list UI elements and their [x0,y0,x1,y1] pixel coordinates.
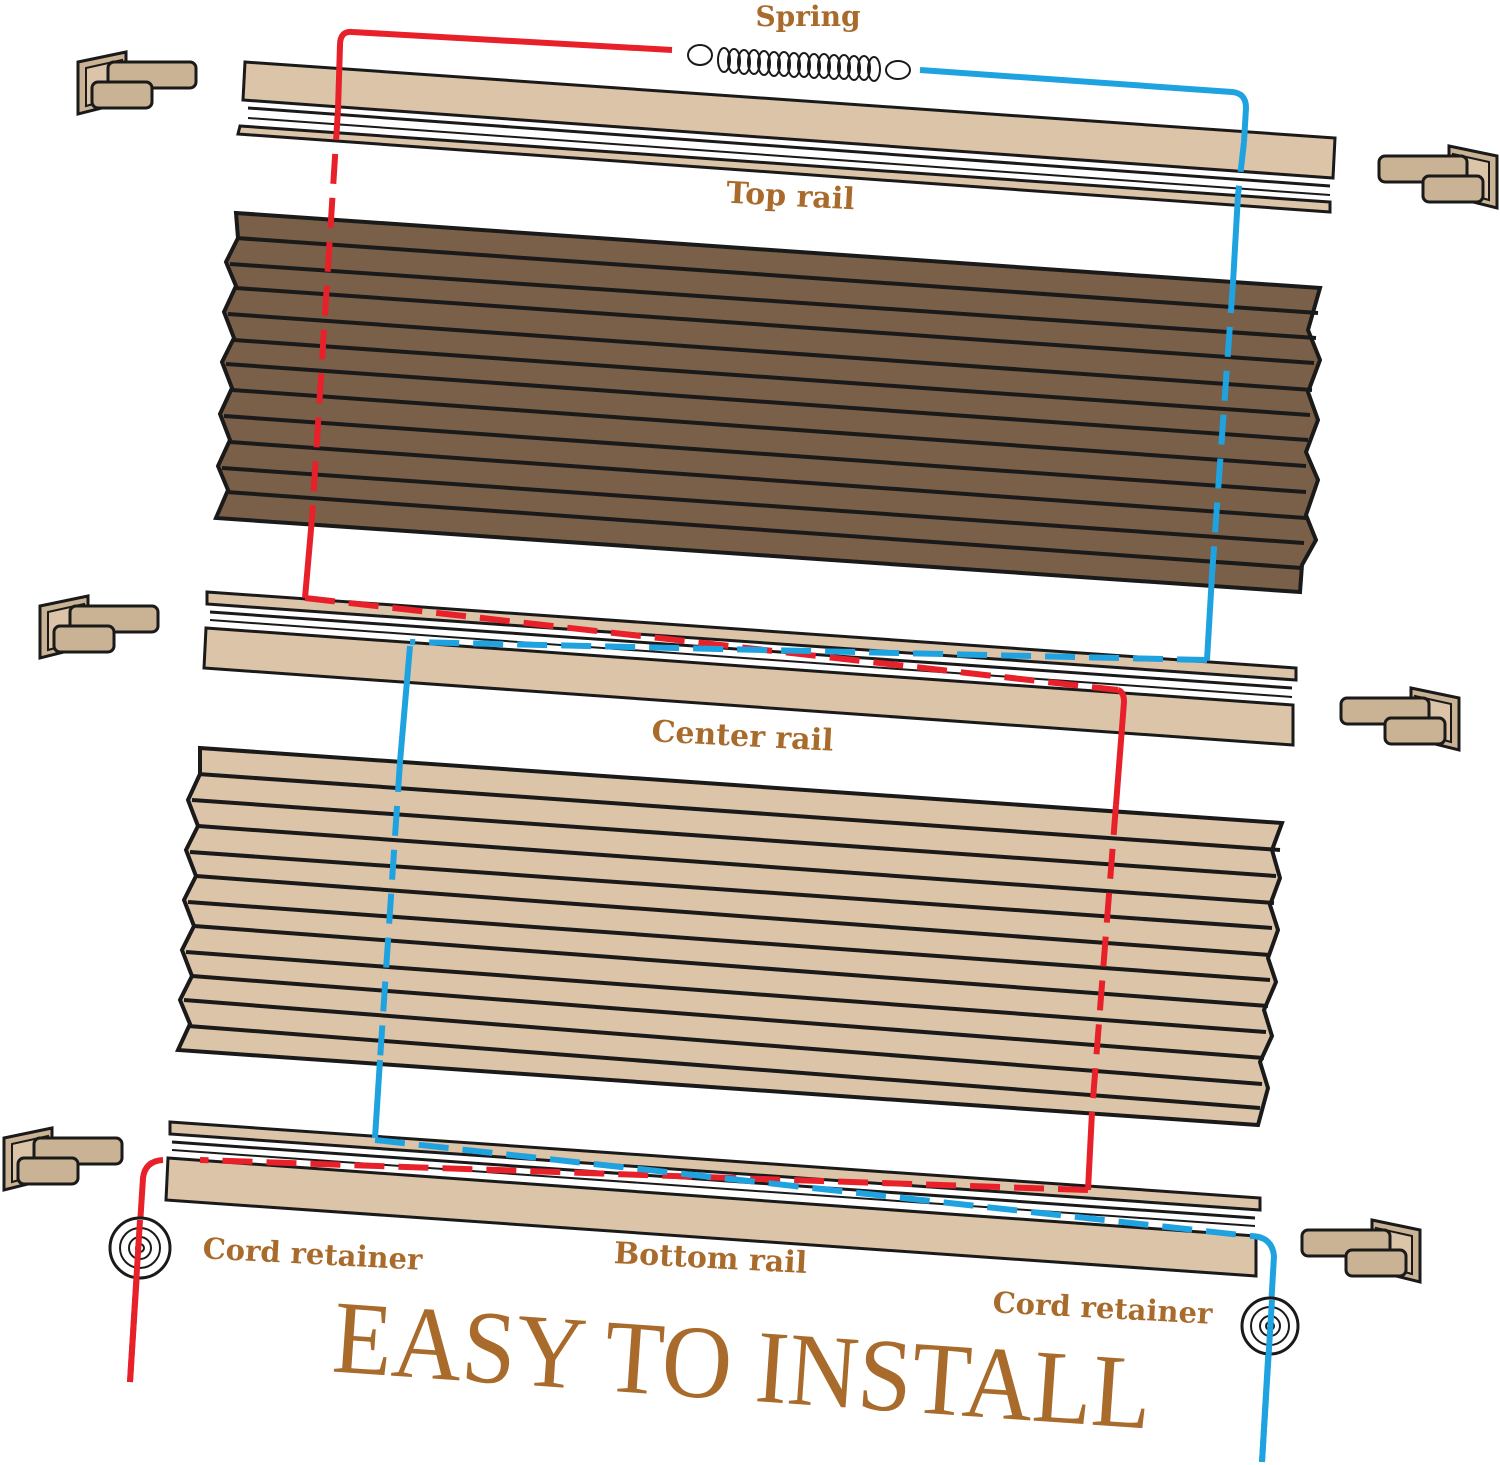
top-rail [236,60,1337,214]
bracket-icon [38,594,160,660]
top-rail-label: Top rail [725,176,855,218]
red-cord [127,28,1127,1383]
center-rail-label: Center rail [651,714,835,758]
blue-cord [372,67,1277,1463]
cord-retainer-left-label: Cord retainer [202,1231,424,1276]
bracket-icon [76,50,198,116]
dark-pleated-fabric [213,210,1323,595]
bracket-icon [1300,1218,1422,1284]
spring-coil-icon [687,44,911,82]
blue-cord-end [1259,1299,1275,1463]
bracket-icon [1377,144,1499,210]
light-pleated-fabric [174,745,1285,1128]
bracket-icon [2,1126,124,1192]
spring-label: Spring [755,0,860,33]
red-cord-end [127,1219,143,1383]
cord-retainer-right-label: Cord retainer [992,1285,1214,1330]
bracket-icon [1339,686,1461,752]
